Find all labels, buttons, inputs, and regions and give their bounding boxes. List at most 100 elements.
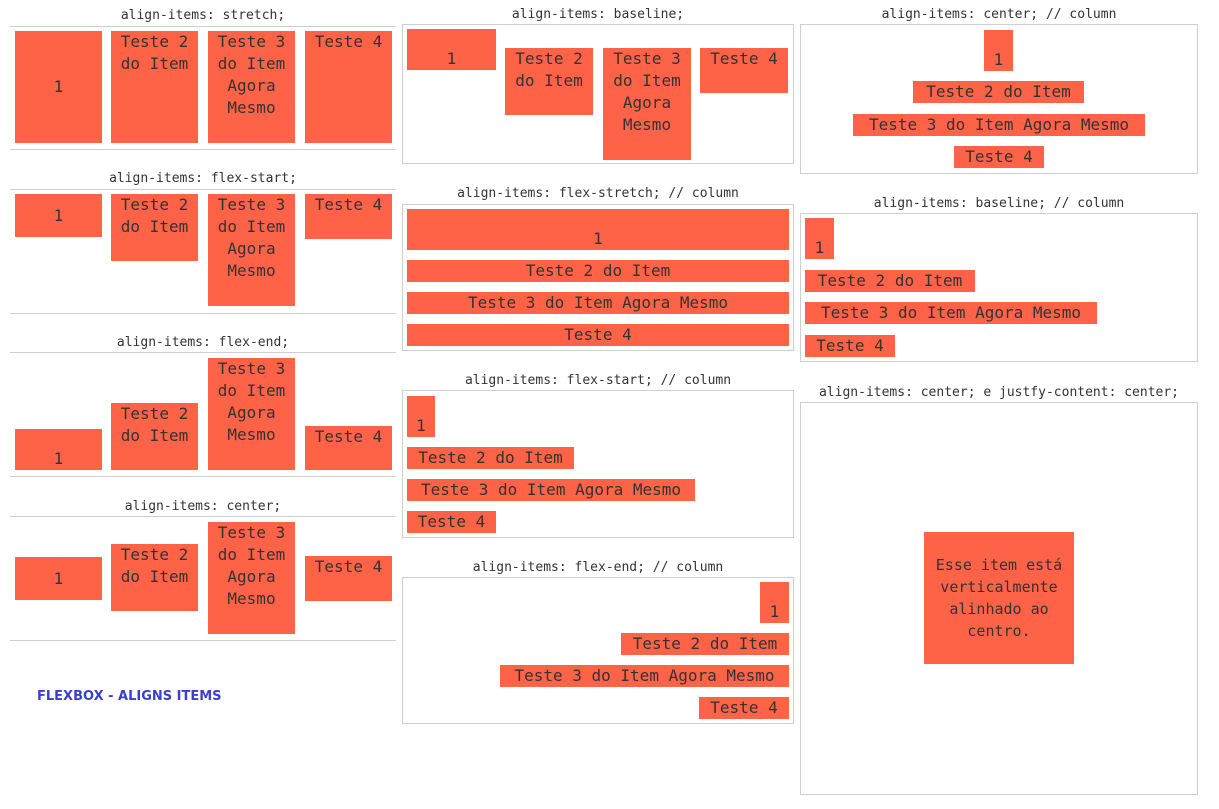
item-label: Teste 3 do Item Agora Mesmo <box>820 303 1082 322</box>
item-4: Teste 4 <box>305 194 392 239</box>
container-center-justify <box>800 402 1198 795</box>
divider <box>10 26 396 27</box>
item-1: 1 <box>407 29 496 70</box>
item-1: 1 <box>407 396 435 437</box>
item-label: Teste 2 do Item <box>817 271 963 290</box>
item-label: Teste 3 do Item Agora Mesmo <box>217 523 286 608</box>
container-column-flex-end <box>402 577 794 724</box>
page-title: FLEXBOX - ALIGNS ITEMS <box>37 689 222 704</box>
item-4: Teste 4 <box>700 48 788 93</box>
item-2: Teste 2 do Item <box>913 81 1084 103</box>
item-1: 1 <box>407 209 789 250</box>
item-label: Teste 2 do Item <box>120 32 189 73</box>
item-label: Teste 2 do Item <box>632 634 778 653</box>
item-label: Teste 4 <box>710 49 778 68</box>
label-column-flex-end: align-items: flex-end; // column <box>472 560 724 575</box>
item-1: 1 <box>805 218 834 259</box>
item-label: 1 <box>53 449 64 468</box>
item-label: Teste 4 <box>564 325 632 344</box>
item-2: Teste 2 do Item <box>111 194 198 261</box>
item-1: 1 <box>15 31 102 143</box>
item-label: Teste 4 <box>314 557 383 576</box>
item-4: Teste 4 <box>954 146 1044 168</box>
item-label: Teste 3 do Item Agora Mesmo <box>217 195 286 280</box>
item-label: 1 <box>53 568 64 588</box>
container-column-flex-start <box>402 390 794 538</box>
item-4: Teste 4 <box>305 31 392 143</box>
item-label: Teste 2 do Item <box>120 195 189 236</box>
item-3: Teste 3 do Item Agora Mesmo <box>853 114 1145 136</box>
item-label: Teste 3 do Item Agora Mesmo <box>217 359 286 444</box>
item-3: Teste 3 do Item Agora Mesmo <box>407 479 695 501</box>
item-4: Teste 4 <box>305 556 392 601</box>
item-1: 1 <box>760 582 789 623</box>
item-label: Teste 4 <box>314 32 383 51</box>
container-column-baseline <box>800 213 1198 362</box>
divider <box>10 476 396 477</box>
item-2: Teste 2 do Item <box>111 31 198 143</box>
label-column-baseline: align-items: baseline; // column <box>873 196 1125 211</box>
divider <box>10 313 396 314</box>
item-label: Teste 4 <box>314 427 383 446</box>
divider <box>10 352 396 353</box>
label-align-flex-start: align-items: flex-start; <box>109 171 297 186</box>
item-2: Teste 2 do Item <box>505 48 593 115</box>
item-label: Teste 3 do Item Agora Mesmo <box>217 32 286 117</box>
item-1: 1 <box>15 194 102 237</box>
item-label: 1 <box>593 229 603 248</box>
item-2: Teste 2 do Item <box>407 447 574 469</box>
item-1: 1 <box>15 429 102 470</box>
item-label: 1 <box>53 205 64 225</box>
item-label: Teste 4 <box>816 336 884 355</box>
item-1: 1 <box>15 557 102 600</box>
item-label: 1 <box>769 602 780 621</box>
item-3: Teste 3 do Item Agora Mesmo <box>805 302 1097 324</box>
item-3: Teste 3 do Item Agora Mesmo <box>407 292 789 314</box>
item-label: Teste 3 do Item Agora Mesmo <box>467 293 729 312</box>
item-2: Teste 2 do Item <box>621 633 789 655</box>
divider <box>10 640 396 641</box>
item-4: Teste 4 <box>305 426 392 470</box>
item-4: Teste 4 <box>407 324 789 346</box>
item-4: Teste 4 <box>407 511 496 533</box>
item-label: Teste 4 <box>710 698 778 717</box>
item-label: Teste 2 do Item <box>926 82 1071 101</box>
item-label: Teste 3 do Item Agora Mesmo <box>420 480 682 499</box>
item-label: Teste 4 <box>965 147 1033 166</box>
item-2: Teste 2 do Item <box>805 270 975 292</box>
label-align-flex-end: align-items: flex-end; <box>116 335 290 350</box>
container-column-center <box>800 24 1198 174</box>
item-label: Teste 2 do Item <box>515 49 583 90</box>
label-align-stretch: align-items: stretch; <box>120 8 286 23</box>
item-2: Teste 2 do Item <box>111 544 198 611</box>
label-column-stretch: align-items: flex-stretch; // column <box>457 186 739 201</box>
item-3: Teste 3 do Item Agora Mesmo <box>500 665 789 687</box>
item-4: Teste 4 <box>699 697 789 719</box>
item-1: 1 <box>984 30 1013 71</box>
item-label: Teste 3 do Item Agora Mesmo <box>514 666 775 685</box>
item-label: Teste 2 do Item <box>120 545 189 586</box>
item-3: Teste 3 do Item Agora Mesmo <box>208 194 295 306</box>
label-center-justify: align-items: center; e justfy-content: c… <box>818 385 1180 400</box>
centered-item-text: Esse item está verticalmente alinhado ao… <box>935 556 1063 640</box>
label-column-center: align-items: center; // column <box>881 7 1117 22</box>
divider <box>10 149 396 150</box>
item-label: Teste 3 do Item Agora Mesmo <box>868 115 1130 134</box>
item-2: Teste 2 do Item <box>407 260 789 282</box>
label-align-baseline: align-items: baseline; <box>511 7 685 22</box>
label-column-flex-start: align-items: flex-start; // column <box>464 373 732 388</box>
item-label: Teste 4 <box>314 195 383 214</box>
centered-item: Esse item está verticalmente alinhado ao… <box>924 532 1074 664</box>
item-4: Teste 4 <box>805 335 895 357</box>
item-label: Teste 2 do Item <box>418 448 563 467</box>
item-label: 1 <box>814 238 825 257</box>
item-label: Teste 3 do Item Agora Mesmo <box>613 49 681 134</box>
item-label: 1 <box>416 416 426 435</box>
container-baseline <box>402 24 794 164</box>
item-label: Teste 2 do Item <box>120 404 189 445</box>
item-label: Teste 4 <box>417 512 486 531</box>
divider <box>10 516 396 517</box>
item-3: Teste 3 do Item Agora Mesmo <box>208 522 295 634</box>
item-label: 1 <box>53 77 64 96</box>
divider <box>10 189 396 190</box>
